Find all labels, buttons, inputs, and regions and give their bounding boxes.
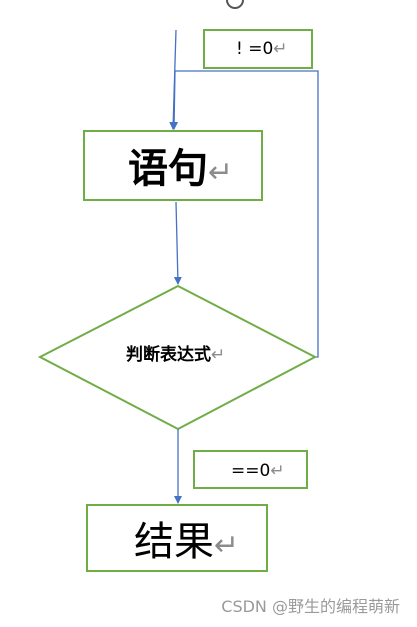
csdn-watermark: CSDN @野生的编程萌新 [221,597,400,616]
not-equal-zero-condition-box [203,29,313,69]
equal-zero-text: ==0 [231,461,271,481]
statement-label: 语句↵ [128,149,233,189]
result-label: 结果↵ [134,522,239,562]
return-mark-icon: ↵ [214,528,240,563]
statement-to-decision-arrow [173,201,182,285]
decision-label: 判断表达式↵ [126,347,225,364]
condition-text: 判断表达式 [126,345,211,365]
statement-text: 语句 [128,146,208,192]
result-text: 结果 [134,519,214,565]
return-mark-icon: ↵ [208,155,234,190]
not-equal-zero-label: ! =0↵ [236,41,288,58]
return-mark-icon: ↵ [211,345,226,365]
equal-zero-label: ==0↵ [231,463,285,480]
return-mark-icon: ↵ [273,39,288,59]
top-connector-circle [226,0,244,9]
statement-box [83,130,263,201]
not-equal-zero-text: ! =0 [236,39,274,59]
equal-zero-condition-box [193,450,308,489]
result-box [86,504,268,572]
return-mark-icon: ↵ [270,461,285,481]
